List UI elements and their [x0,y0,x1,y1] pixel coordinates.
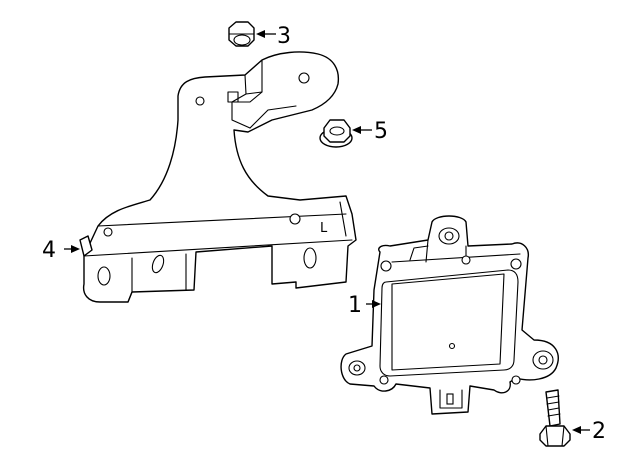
bracket-marking: L [320,221,328,236]
nut-flange-icon [319,119,353,148]
callout-1: 1 [348,293,362,318]
sensor-module [340,215,559,415]
mounting-bracket: L [79,51,357,303]
callout-3: 3 [277,24,291,49]
bolt-icon [539,389,571,447]
callout-2: 2 [592,419,606,444]
leader-lines [64,30,590,434]
callout-5: 5 [374,119,388,144]
callout-4: 4 [42,238,56,263]
nut-top-icon [228,21,255,47]
